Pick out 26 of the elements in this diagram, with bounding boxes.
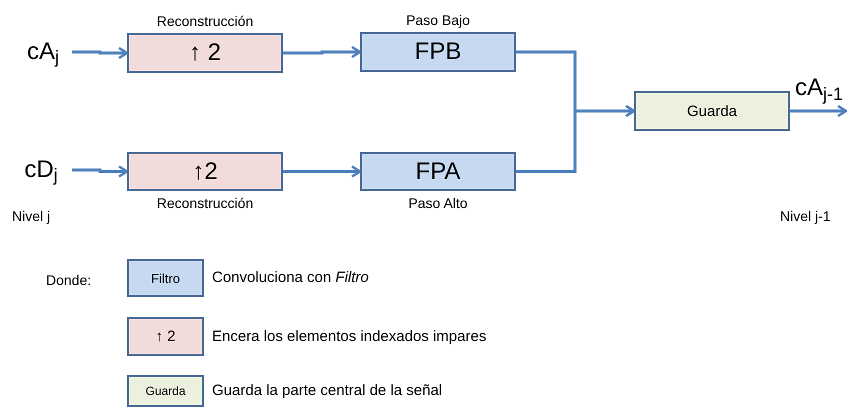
- block-box: ↑2: [127, 152, 283, 191]
- legend-description: Guarda la parte central de la señal: [212, 381, 442, 401]
- arrow: [790, 104, 848, 118]
- arrow: [516, 104, 636, 173]
- block-box: Guarda: [127, 375, 204, 407]
- arrow: [72, 46, 128, 60]
- block-box: ↑ 2: [127, 33, 283, 73]
- level-label: Donde:: [46, 271, 92, 290]
- level-label: Nivel j: [12, 207, 50, 226]
- arrow: [283, 165, 362, 178]
- block-box: FPA: [360, 152, 516, 191]
- arrow: [72, 165, 128, 178]
- legend-description: Convoluciona con Filtro: [212, 268, 369, 288]
- signal-label: cA$_{j}$: [18, 36, 68, 68]
- block-box: Guarda: [634, 91, 790, 131]
- block-box: ↑ 2: [127, 317, 204, 356]
- legend-description: Encera los elementos indexados impares: [212, 326, 486, 346]
- block-box: FPB: [360, 32, 516, 72]
- block-caption: Reconstrucción: [156, 12, 254, 31]
- block-caption: Paso Alto: [407, 194, 469, 213]
- signal-label: cD$_{j}$: [14, 154, 68, 186]
- block-caption: Paso Bajo: [405, 11, 471, 30]
- block-box: Filtro: [127, 259, 204, 297]
- arrow: [283, 46, 362, 58]
- block-caption: Reconstrucción: [156, 194, 254, 213]
- level-label: Nivel j-1: [780, 207, 831, 226]
